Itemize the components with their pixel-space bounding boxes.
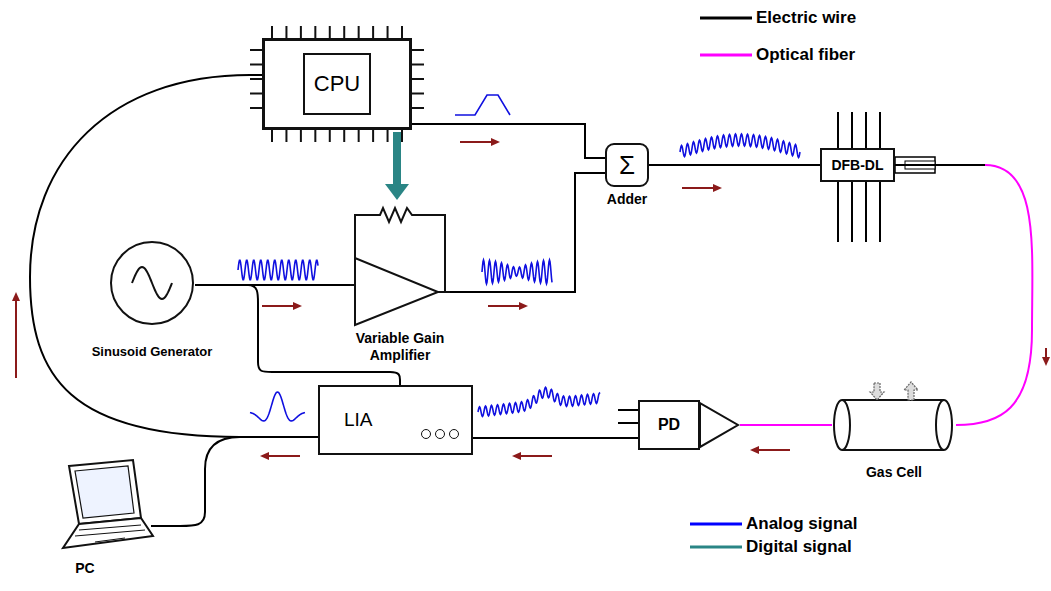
flow-arrowhead — [12, 292, 20, 301]
knob — [421, 429, 431, 439]
legend-line — [700, 15, 752, 21]
legend-text: Electric wire — [756, 8, 856, 28]
legend-row: Analog signal — [690, 514, 857, 534]
gas-cell: Gas Cell — [832, 380, 956, 485]
flow-arrowhead — [713, 184, 722, 192]
signal-connector — [895, 165, 1032, 425]
inlet-valve — [870, 383, 884, 400]
pd-label: PD — [658, 416, 680, 434]
pd-pins — [618, 410, 638, 423]
cpu-chip: CPU — [262, 38, 412, 130]
flow-arrow — [460, 141, 494, 143]
generator-label: Sinusoid Generator — [92, 344, 213, 359]
signal-connector — [450, 173, 605, 292]
flow-arrow — [518, 455, 552, 457]
legend-row: Electric wire — [700, 8, 856, 28]
pc-label: PC — [75, 560, 94, 576]
digital-control-arrow — [385, 132, 409, 200]
flow-arrow — [15, 298, 17, 378]
sine-glyph — [132, 267, 172, 299]
connector-line — [473, 437, 638, 439]
signal-connector — [412, 124, 605, 158]
signal-connector — [649, 165, 820, 166]
legend-line — [690, 544, 742, 550]
connector-line — [412, 124, 605, 158]
sum-symbol: Σ — [619, 152, 635, 178]
legend-row: Optical fiber — [700, 45, 855, 65]
flow-arrow — [756, 449, 790, 451]
connector-line — [956, 165, 1032, 425]
flow-arrowhead — [260, 452, 269, 460]
connector-line — [151, 437, 318, 526]
flow-arrowhead — [519, 302, 528, 310]
sine-signal — [238, 260, 318, 280]
connector-line — [393, 132, 401, 186]
laptop-icon — [55, 458, 155, 558]
laser-label: DFB-DL — [831, 157, 883, 173]
connector-line — [450, 173, 605, 292]
sinusoid-generator: Sinusoid Generator — [85, 240, 219, 365]
chip-pins — [250, 26, 424, 142]
flow-arrowhead — [1042, 357, 1050, 366]
flow-arrowhead — [750, 446, 759, 454]
flow-arrow — [266, 455, 300, 457]
pd-body: PD — [638, 400, 700, 450]
adder-block: Σ Adder — [595, 143, 659, 213]
trapezoid-signal — [455, 95, 510, 115]
adder-label: Adder — [607, 191, 647, 207]
connector-line — [895, 164, 985, 166]
legend-text: Analog signal — [746, 514, 857, 534]
flow-arrowhead — [491, 138, 500, 146]
flow-arrow — [262, 305, 296, 307]
lia-label: LIA — [344, 409, 373, 431]
flow-arrowhead — [293, 302, 302, 310]
flow-arrowhead — [512, 452, 521, 460]
gas-cell-cylinder — [832, 380, 956, 460]
detector-signal — [478, 387, 600, 416]
modulated-signal — [680, 134, 800, 158]
legend-text: Optical fiber — [756, 45, 855, 65]
lock-in-amplifier: LIA — [318, 385, 473, 455]
adder-symbol: Σ — [605, 143, 649, 187]
harmonic-signal — [250, 392, 305, 421]
variable-gain-amplifier: Variable Gain Amplifier — [340, 200, 460, 365]
knob — [449, 429, 459, 439]
flow-arrow — [682, 187, 716, 189]
flow-arrow — [488, 305, 522, 307]
generator-circle — [109, 240, 195, 326]
knob — [435, 429, 445, 439]
amplifier-label: Variable Gain Amplifier — [335, 330, 465, 364]
signal-connector — [151, 437, 318, 526]
laser-diode-box: DFB-DL — [820, 148, 895, 182]
amplifier-label-text: Variable Gain Amplifier — [356, 330, 445, 363]
legend-text: Digital signal — [746, 537, 852, 557]
arrowhead — [385, 184, 409, 200]
signal-connector — [473, 438, 638, 439]
chip-label: CPU — [314, 71, 360, 97]
legend-line — [700, 52, 752, 58]
connector-line — [649, 164, 820, 166]
legend-line — [690, 521, 742, 527]
laptop-pc: PC — [55, 458, 155, 580]
pd-amplifier — [700, 400, 740, 450]
generator-label-text: Sinusoid Generator — [92, 344, 213, 359]
amplifier-symbol — [350, 200, 450, 327]
gas-cell-label: Gas Cell — [866, 464, 922, 480]
amplified-signal — [482, 260, 552, 284]
adder-label-text: Adder — [607, 191, 647, 207]
signal-connector — [740, 425, 832, 426]
pc-label-text: PC — [75, 560, 94, 576]
gas-cell-label-text: Gas Cell — [866, 464, 922, 480]
connector-line — [740, 424, 832, 426]
feedback-resistor — [350, 208, 450, 292]
legend-row: Digital signal — [690, 537, 852, 557]
outlet-valve — [904, 382, 918, 400]
photodetector: PD — [638, 400, 740, 450]
